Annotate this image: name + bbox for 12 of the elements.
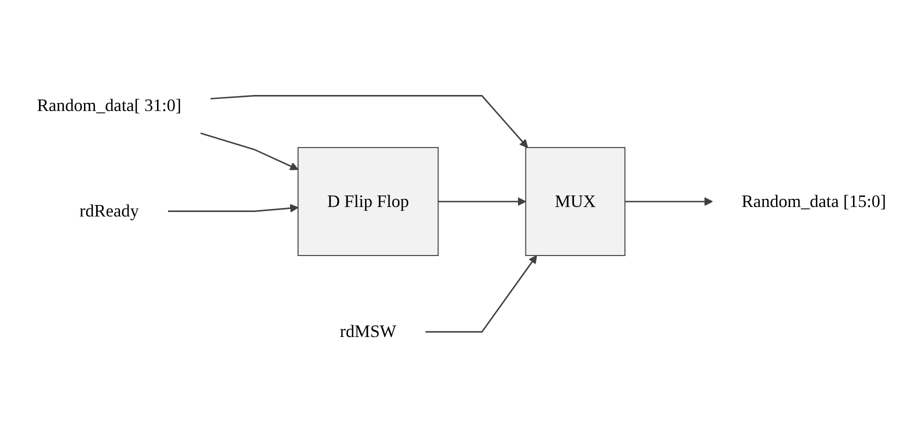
arrow: [210, 94, 528, 148]
signal-label: Random_data [15:0]: [742, 191, 886, 211]
signal-label: rdReady: [80, 200, 139, 220]
signal-label: rdMSW: [340, 321, 396, 341]
signal-label: Random_data[ 31:0]: [36, 95, 182, 115]
arrow: [168, 204, 298, 212]
arrow: [426, 254, 538, 332]
arrow: [438, 197, 526, 206]
arrow: [624, 197, 713, 206]
arrow: [200, 132, 298, 170]
logic-block: D Flip Flop: [298, 146, 439, 256]
logic-block: MUX: [525, 146, 626, 256]
